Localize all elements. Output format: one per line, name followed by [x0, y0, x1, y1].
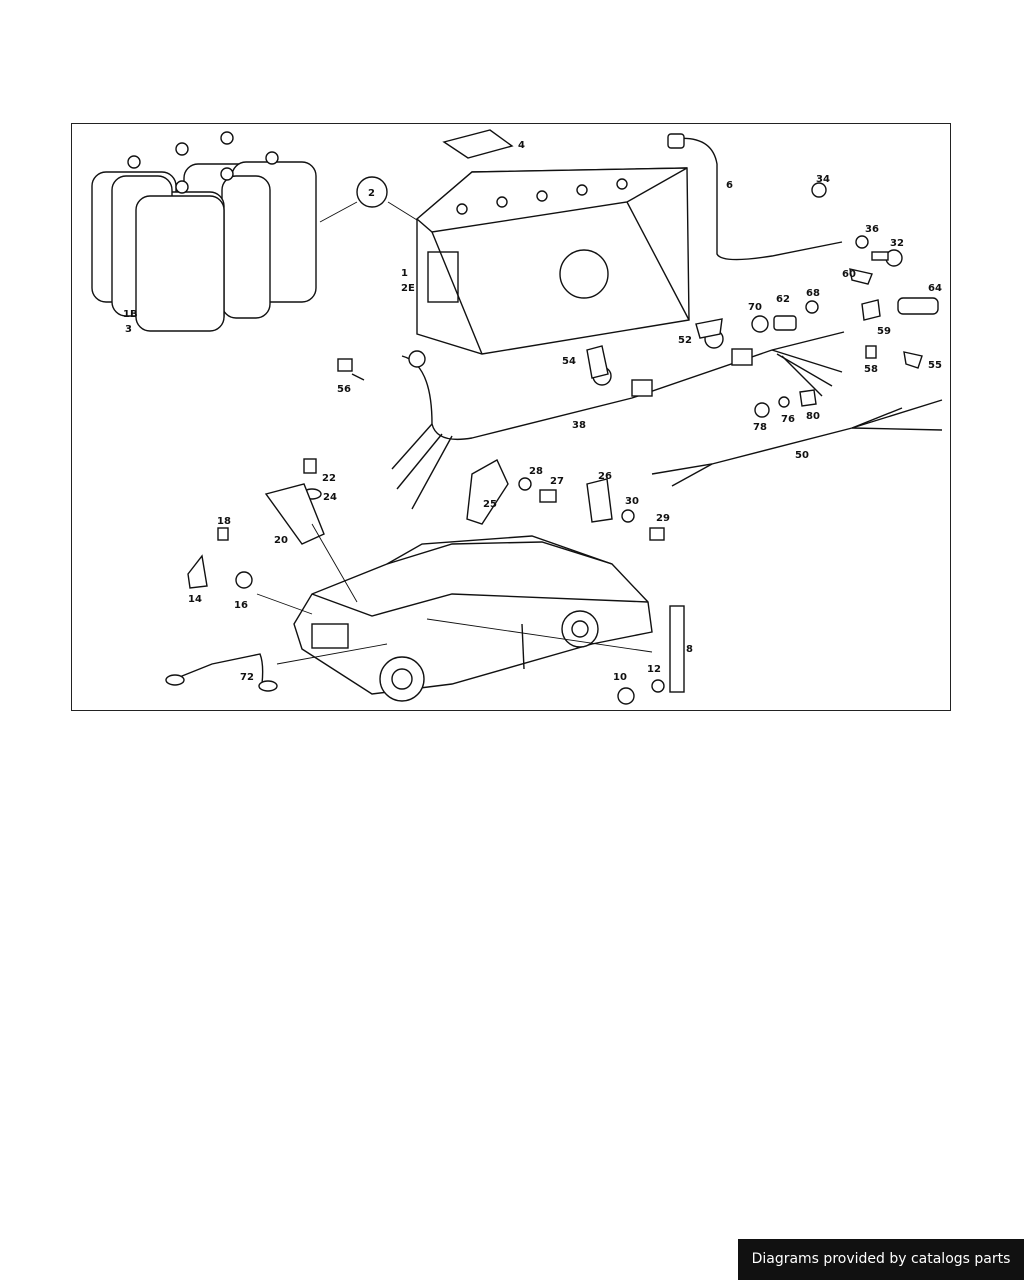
screw-56-illustration [337, 358, 365, 381]
callout-label-12: 12 [647, 664, 661, 675]
callout-label-36: 36 [865, 224, 879, 235]
callout-label-56: 56 [337, 384, 351, 395]
callout-label-50: 50 [795, 450, 809, 461]
brackets-middle [187, 458, 665, 589]
callout-label-25: 25 [483, 499, 497, 510]
callout-label-18: 18 [217, 516, 231, 527]
callout-label-54: 54 [562, 356, 576, 367]
callout-label-29: 29 [656, 513, 670, 524]
cable-72-illustration [171, 653, 264, 685]
callout-label-55: 55 [928, 360, 942, 371]
callout-label-38: 38 [572, 420, 586, 431]
callout-label-34: 34 [816, 174, 830, 185]
cable-6-illustration [671, 137, 843, 261]
callout-label-64: 64 [928, 283, 942, 294]
callout-label-60: 60 [842, 269, 856, 280]
callout-label-72: 72 [240, 672, 254, 683]
spare-batteries-illustration [91, 131, 317, 332]
callout-label-58: 58 [864, 364, 878, 375]
callout-circle-2 [356, 176, 388, 208]
harness-50-illustration [651, 399, 943, 475]
callout-label-2e: 2E [401, 283, 415, 294]
callout-label-1: 1 [401, 268, 408, 279]
callout-label-4: 4 [518, 140, 525, 151]
callout-label-32: 32 [890, 238, 904, 249]
callout-label-16: 16 [234, 600, 248, 611]
main-battery-illustration [415, 167, 690, 355]
callout-label-78: 78 [753, 422, 767, 433]
callout-label-30: 30 [625, 496, 639, 507]
callout-label-10: 10 [613, 672, 627, 683]
parts-diagram-frame: 1B 3 2 1 2E 4 6 34 36 32 60 64 70 62 68 … [71, 123, 951, 711]
callout-label-68: 68 [806, 288, 820, 299]
plate-illustration [442, 129, 514, 159]
callout-label-70: 70 [748, 302, 762, 313]
car-illustration [293, 535, 653, 702]
fasteners-top-right [751, 182, 939, 369]
callout-label-6: 6 [726, 180, 733, 191]
callout-label-24: 24 [323, 492, 337, 503]
callout-label-62: 62 [776, 294, 790, 305]
strap-8-illustration [617, 605, 685, 705]
callout-label-28: 28 [529, 466, 543, 477]
footer-credit-banner: Diagrams provided by catalogs parts [738, 1239, 1024, 1280]
callout-label-2: 2 [368, 188, 375, 199]
callout-label-20: 20 [274, 535, 288, 546]
callout-label-3: 3 [125, 324, 132, 335]
parts-diagram: 1B 3 2 1 2E 4 6 34 36 32 60 64 70 62 68 … [91, 129, 943, 705]
callout-label-27: 27 [550, 476, 564, 487]
callout-label-14: 14 [188, 594, 202, 605]
callout-label-1b: 1B [123, 309, 138, 320]
callout-label-59: 59 [877, 326, 891, 337]
callout-label-76: 76 [781, 414, 795, 425]
callout-label-52: 52 [678, 335, 692, 346]
callout-label-8: 8 [686, 644, 693, 655]
callout-label-80: 80 [806, 411, 820, 422]
callout-label-26: 26 [598, 471, 612, 482]
callout-label-22: 22 [322, 473, 336, 484]
